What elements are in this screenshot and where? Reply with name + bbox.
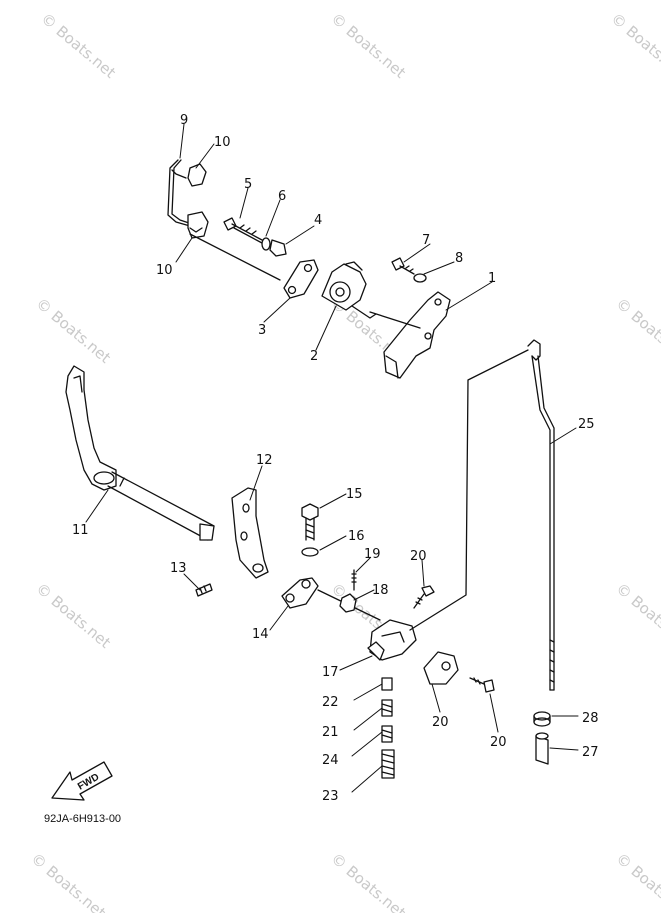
callout-label: 1 [488, 271, 496, 286]
callout-label: 18 [372, 583, 389, 598]
watermark: © Boats.net [32, 579, 114, 652]
watermark: © Boats.net [27, 849, 109, 913]
shift-rod-bracket [231, 487, 269, 579]
watermark: © Boats.net [612, 849, 661, 913]
pin-and-clip [339, 569, 357, 613]
callout-label: 19 [364, 547, 381, 562]
callout-label: 20 [490, 735, 507, 750]
callout-label: 2 [310, 349, 318, 364]
callout-label: 27 [582, 745, 599, 760]
callout-label: 23 [322, 789, 339, 804]
shift-cam-block [367, 619, 417, 661]
callout-label: 25 [578, 417, 595, 432]
screw-20-upper [413, 585, 435, 609]
watermark-layer: © Boats.net © Boats.net © Boats.net © Bo… [27, 9, 661, 913]
callout-label: 9 [180, 113, 188, 128]
shift-bracket [369, 257, 451, 379]
shift-lever-arm [65, 365, 215, 541]
forward-arrow-icon [51, 761, 113, 801]
watermark: © Boats.net [37, 9, 119, 82]
leader-lines [85, 123, 579, 793]
callout-label: 11 [72, 523, 89, 538]
callout-label: 5 [244, 177, 252, 192]
callout-label: 14 [252, 627, 269, 642]
watermark: © Boats.net [612, 579, 661, 652]
callout-label: 21 [322, 725, 339, 740]
callout-label: 10 [156, 263, 173, 278]
callout-label: 16 [348, 529, 365, 544]
callout-label: 13 [170, 561, 187, 576]
callout-label: 10 [214, 135, 231, 150]
link-rod-assembly [167, 159, 209, 239]
callout-label: 20 [432, 715, 449, 730]
bolt-washer-collar [189, 217, 287, 281]
bolt-and-washer-15-16 [301, 503, 319, 557]
watermark: © Boats.net [32, 294, 114, 367]
link-plate [283, 259, 319, 299]
callout-label: 22 [322, 695, 339, 710]
shift-rod [409, 339, 555, 691]
callout-label: 12 [256, 453, 273, 468]
callout-label: 20 [410, 549, 427, 564]
callout-label: 7 [422, 233, 430, 248]
watermark: © Boats.net [327, 9, 409, 82]
callout-label: 15 [346, 487, 363, 502]
callout-label: 8 [455, 251, 463, 266]
shift-cam [321, 261, 377, 319]
callout-label: 17 [322, 665, 339, 680]
rod-bushing-and-collar [533, 711, 551, 765]
callout-label: 4 [314, 213, 322, 228]
callout-label: 6 [278, 189, 286, 204]
callout-layer: 9 10 5 6 4 7 8 1 10 3 2 12 11 13 15 16 1… [72, 113, 599, 804]
callout-label: 3 [258, 323, 266, 338]
watermark: © Boats.net [612, 294, 661, 367]
callout-label: 24 [322, 753, 339, 768]
watermark: © Boats.net [607, 9, 661, 82]
callout-label: 28 [582, 711, 599, 726]
dowel-pin [195, 583, 213, 597]
detent-block [423, 651, 495, 693]
part-code: 92JA-6H913-00 [44, 813, 121, 825]
watermark: © Boats.net [327, 849, 409, 913]
detent-stack [381, 677, 395, 779]
